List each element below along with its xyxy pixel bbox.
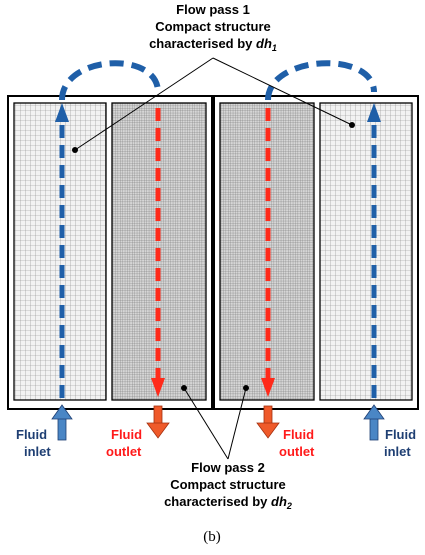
bottom-callout-var: dh <box>271 494 287 509</box>
right-inlet-flow-arrowhead <box>367 103 381 122</box>
figure-label: (b) <box>203 529 221 545</box>
right-coarse-panel <box>319 102 413 401</box>
right-outlet-label-l2: outlet <box>279 444 315 459</box>
right-return-arc <box>265 60 377 101</box>
top-leader-right-dot <box>349 122 355 128</box>
left-inlet-label-l2: inlet <box>24 444 51 459</box>
right-inlet-port-arrow <box>363 404 385 441</box>
bottom-callout-sub: 2 <box>286 501 292 511</box>
top-callout-title: Flow pass 1 <box>176 2 250 17</box>
bottom-callout-title: Flow pass 2 <box>191 460 265 475</box>
left-outlet-flow-arrowhead <box>151 378 165 397</box>
left-inlet-flow-arrowhead <box>55 103 69 122</box>
right-outlet-flow-arrowhead <box>261 378 275 397</box>
left-inlet-label-l1: Fluid <box>16 427 47 442</box>
bottom-leader-right-dot <box>243 385 249 391</box>
left-inlet-port-arrow <box>51 404 73 441</box>
right-inlet-label-l1: Fluid <box>385 427 416 442</box>
left-outlet-label-l2: outlet <box>106 444 142 459</box>
top-callout-var: dh <box>256 36 272 51</box>
left-outlet-port-arrow <box>146 405 170 439</box>
top-callout-line3: characterised by dh1 <box>149 36 277 53</box>
top-callout-line2: Compact structure <box>155 19 271 34</box>
top-leader-right <box>212 57 353 126</box>
right-outlet-port-arrow <box>256 405 280 439</box>
bottom-callout-line3: characterised by dh2 <box>164 494 292 511</box>
top-callout-sub: 1 <box>272 43 277 53</box>
right-outlet-label-l1: Fluid <box>283 427 314 442</box>
bottom-leader-left <box>183 387 229 460</box>
right-inlet-label-l2: inlet <box>384 444 411 459</box>
top-leader-left-dot <box>72 147 78 153</box>
top-callout-prefix: characterised by <box>149 36 256 51</box>
top-leader-left <box>74 57 214 151</box>
bottom-callout-prefix: characterised by <box>164 494 271 509</box>
bottom-callout-line2: Compact structure <box>170 477 286 492</box>
bottom-leader-left-dot <box>181 385 187 391</box>
bottom-leader-right <box>227 387 247 460</box>
left-outlet-label-l1: Fluid <box>111 427 142 442</box>
left-return-arc <box>59 60 161 101</box>
